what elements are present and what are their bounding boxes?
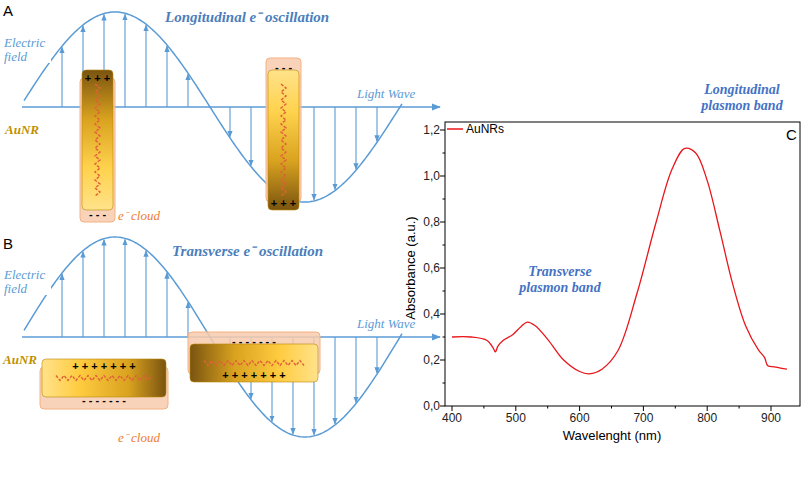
x-tick (707, 406, 708, 411)
legend-text: AuNRs (466, 122, 504, 136)
plot-frame (445, 122, 800, 406)
field-label: Electric field (3, 268, 51, 295)
dipole-line (56, 376, 152, 381)
y-tick (443, 199, 446, 200)
tick-label: 1,0 (423, 169, 440, 183)
gold-nanorod (42, 359, 166, 397)
x-tick (771, 406, 772, 411)
tick-label: 0,2 (423, 353, 440, 367)
field-arrow (61, 274, 62, 337)
legend-line (447, 124, 463, 134)
cloud-label: e⁻ cloud (118, 428, 160, 446)
y-tick (440, 268, 445, 269)
y-tick (443, 291, 446, 292)
x-tick (515, 406, 516, 411)
field-arrow (250, 107, 251, 166)
x-tick (483, 406, 484, 409)
field-arrow (334, 337, 335, 424)
field-arrow (334, 107, 335, 190)
rod-label: AuNR (5, 122, 39, 138)
absorbance-curve (452, 148, 787, 374)
tick-label: 1,2 (423, 123, 440, 137)
light-wave (24, 237, 402, 437)
field-arrow (187, 74, 188, 107)
tick-label: 0,8 (423, 215, 440, 229)
panel-title: Transverse e⁻ oscillation (172, 240, 323, 260)
tick-label: 700 (633, 411, 653, 425)
axis-title: Wavelenght (nm) (563, 428, 662, 443)
y-tick (440, 176, 445, 177)
legend-entry: AuNRs (447, 122, 504, 136)
dipole-line (281, 84, 286, 196)
field-arrow (313, 107, 314, 200)
panel-letter: C (786, 126, 797, 143)
panel-letter: B (3, 235, 13, 252)
charge-sign: + + + (85, 72, 110, 84)
field-arrow (229, 107, 230, 137)
field-arrow (145, 251, 146, 337)
panel-title: Longitudinal e⁻ oscillation (165, 6, 329, 26)
charge-sign: - - - - - - - (232, 335, 276, 347)
panel-letter: A (3, 2, 13, 19)
field-label: Electric field (3, 36, 51, 63)
field-arrow (166, 46, 167, 107)
field-arrow (355, 337, 356, 403)
y-tick (440, 314, 445, 315)
rod-label: AuNR (3, 352, 37, 368)
charge-sign: + + + + + + + (222, 369, 285, 381)
tick-label: 500 (506, 411, 526, 425)
y-tick (443, 337, 446, 338)
gold-nanorod (190, 344, 318, 382)
tick-label: 0,0 (423, 399, 440, 413)
cloud-label: e⁻ cloud (118, 206, 160, 224)
x-tick (547, 406, 548, 409)
x-tick (739, 406, 740, 409)
field-arrow (376, 337, 377, 373)
tick-label: 800 (697, 411, 717, 425)
y-tick (443, 245, 446, 246)
field-arrow (187, 302, 188, 337)
charge-sign: - - - (89, 208, 106, 220)
field-arrow (124, 239, 125, 337)
charge-sign: - - - - - - - (82, 394, 126, 406)
gold-nanorod (82, 70, 113, 210)
charge-sign: + + + + + + + (72, 360, 135, 372)
field-arrow (166, 273, 167, 337)
x-tick (452, 406, 453, 411)
field-arrow (103, 240, 104, 337)
field-arrow (145, 25, 146, 107)
field-arrow (124, 14, 125, 107)
x-tick (643, 406, 644, 411)
y-tick (440, 130, 445, 131)
y-tick (443, 383, 446, 384)
field-arrow (355, 107, 356, 169)
x-tick (611, 406, 612, 409)
charge-sign: - - - (275, 61, 292, 73)
band-annotation: Longitudinal plasmon band (686, 82, 798, 114)
y-tick (443, 153, 446, 154)
tick-label: 400 (442, 411, 462, 425)
tick-label: 0,4 (423, 307, 440, 321)
axis-title: Absorbance (a.u.) (403, 216, 418, 319)
tick-label: 600 (570, 411, 590, 425)
field-arrow (376, 107, 377, 141)
wave-label: Light Wave (356, 86, 416, 102)
dipole-line (95, 84, 100, 196)
band-annotation: Transverse plasmon band (508, 264, 612, 296)
dipole-line (204, 361, 304, 366)
y-tick (440, 222, 445, 223)
tick-label: 0,6 (423, 261, 440, 275)
charge-sign: + + + (271, 197, 296, 209)
x-tick (579, 406, 580, 411)
y-tick (440, 360, 445, 361)
x-tick (675, 406, 676, 409)
field-arrow (82, 252, 83, 337)
tick-label: 900 (761, 411, 781, 425)
field-arrow (61, 47, 62, 107)
gold-nanorod (268, 70, 299, 210)
y-tick (440, 406, 445, 407)
